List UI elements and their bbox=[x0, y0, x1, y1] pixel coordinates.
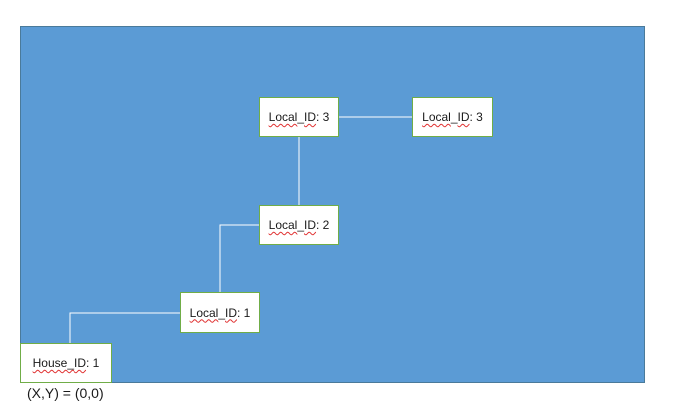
node-label-value: : 3 bbox=[469, 110, 483, 124]
node-label: Local_ID: 2 bbox=[269, 218, 330, 232]
node-house-id-1[interactable]: House_ID: 1 bbox=[20, 343, 112, 383]
node-label-separator: _ bbox=[218, 305, 226, 320]
node-label-field: ID bbox=[74, 356, 87, 370]
node-label: Local_ID: 3 bbox=[269, 110, 330, 124]
node-local-id-2[interactable]: Local_ID: 2 bbox=[259, 205, 339, 245]
node-local-id-1[interactable]: Local_ID: 1 bbox=[180, 292, 260, 333]
node-label-prefix: Local bbox=[268, 218, 298, 232]
node-label-value: : 3 bbox=[316, 110, 330, 124]
node-label-separator: _ bbox=[67, 356, 75, 370]
node-label: Local_ID: 3 bbox=[422, 110, 483, 124]
node-label-separator: _ bbox=[297, 218, 305, 232]
node-label-field: ID bbox=[457, 110, 470, 124]
node-label-value: : 1 bbox=[86, 356, 100, 370]
node-label-separator: _ bbox=[450, 110, 458, 124]
node-label-prefix: Local bbox=[189, 305, 219, 320]
node-label-value: : 1 bbox=[237, 305, 251, 320]
node-label-prefix: Local bbox=[422, 110, 451, 124]
node-label-value: : 2 bbox=[316, 218, 330, 232]
origin-label: (X,Y) = (0,0) bbox=[27, 385, 104, 401]
node-label-prefix: House bbox=[32, 356, 68, 370]
node-label-field: ID bbox=[225, 305, 238, 320]
node-label-separator: _ bbox=[297, 110, 305, 124]
node-local-id-3-left[interactable]: Local_ID: 3 bbox=[259, 97, 339, 137]
node-label: House_ID: 1 bbox=[33, 356, 100, 370]
node-label-field: ID bbox=[304, 218, 317, 232]
node-local-id-3-right[interactable]: Local_ID: 3 bbox=[412, 97, 493, 137]
node-label-field: ID bbox=[304, 110, 317, 124]
node-label-prefix: Local bbox=[268, 110, 298, 124]
node-label: Local_ID: 1 bbox=[190, 306, 251, 320]
